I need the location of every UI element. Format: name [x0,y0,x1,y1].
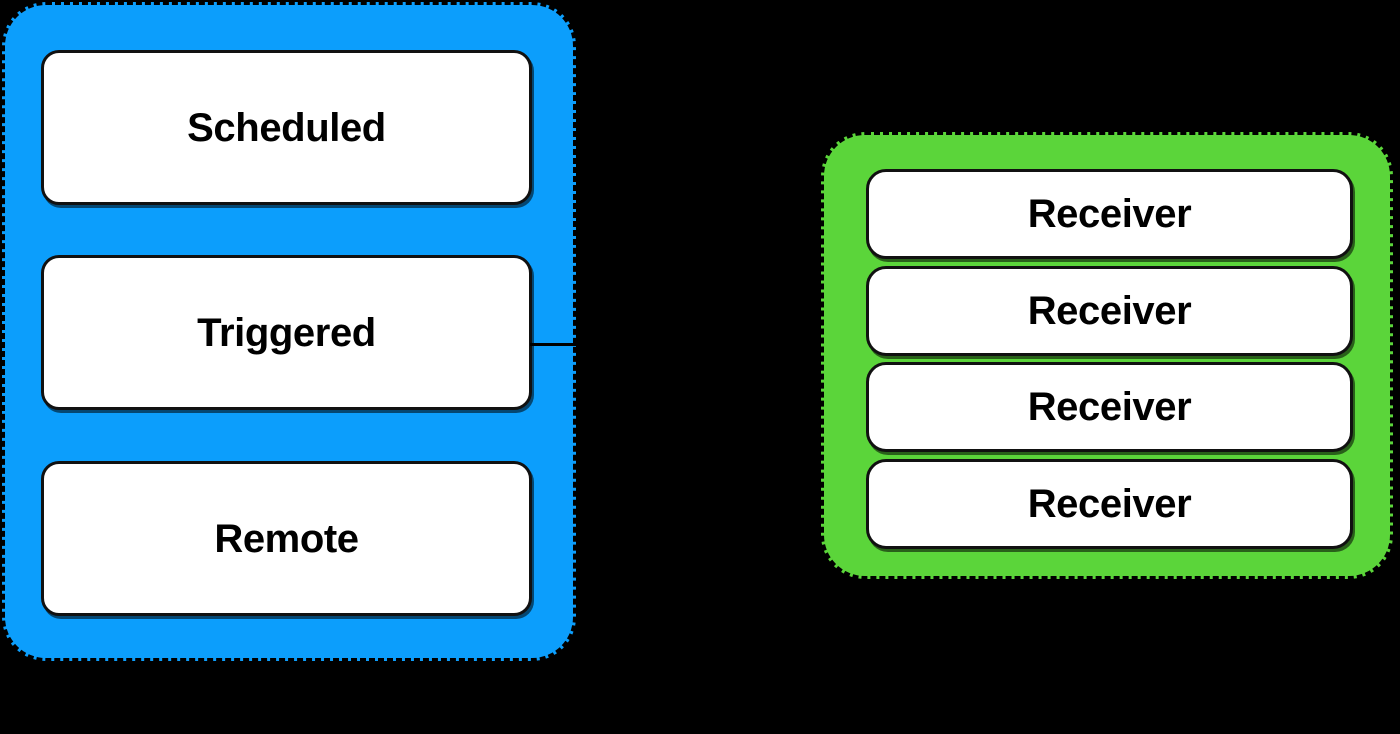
connector-triggered-line [530,343,576,346]
node-receiver-4[interactable]: Receiver [866,459,1353,549]
node-receiver-2[interactable]: Receiver [866,266,1353,356]
node-receiver-2-label: Receiver [1027,289,1192,333]
node-receiver-4-label: Receiver [1027,482,1192,526]
node-remote-label: Remote [214,516,359,561]
node-receiver-3[interactable]: Receiver [866,362,1353,452]
node-scheduled-label: Scheduled [187,105,386,150]
node-remote[interactable]: Remote [41,461,532,616]
node-triggered[interactable]: Triggered [41,255,532,410]
node-triggered-label: Triggered [197,310,376,355]
node-scheduled[interactable]: Scheduled [41,50,532,205]
node-receiver-3-label: Receiver [1027,385,1192,429]
node-receiver-1[interactable]: Receiver [866,169,1353,259]
node-receiver-1-label: Receiver [1027,192,1192,236]
